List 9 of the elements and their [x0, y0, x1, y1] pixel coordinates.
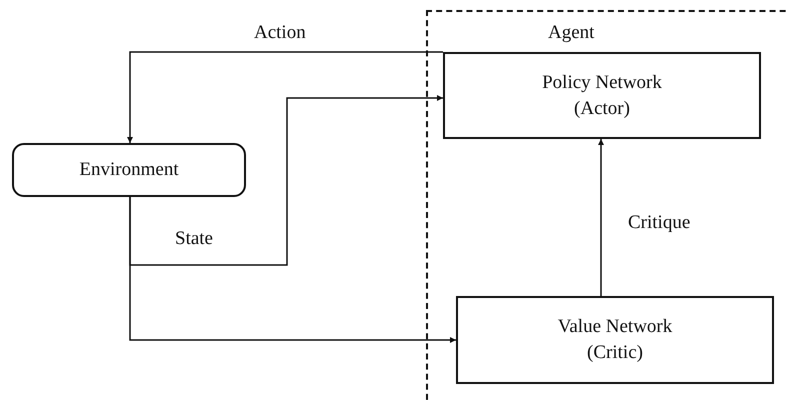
edge-label: Critique — [626, 212, 692, 234]
arrow — [129, 95, 443, 266]
group-title: Agent — [548, 22, 594, 44]
arrow — [127, 51, 443, 143]
arrow — [129, 197, 456, 343]
process-box: Policy Network (Actor) — [443, 52, 761, 139]
rounded-box: Environment — [12, 143, 246, 197]
arrow — [598, 139, 604, 296]
process-box: Value Network (Critic) — [456, 296, 774, 384]
